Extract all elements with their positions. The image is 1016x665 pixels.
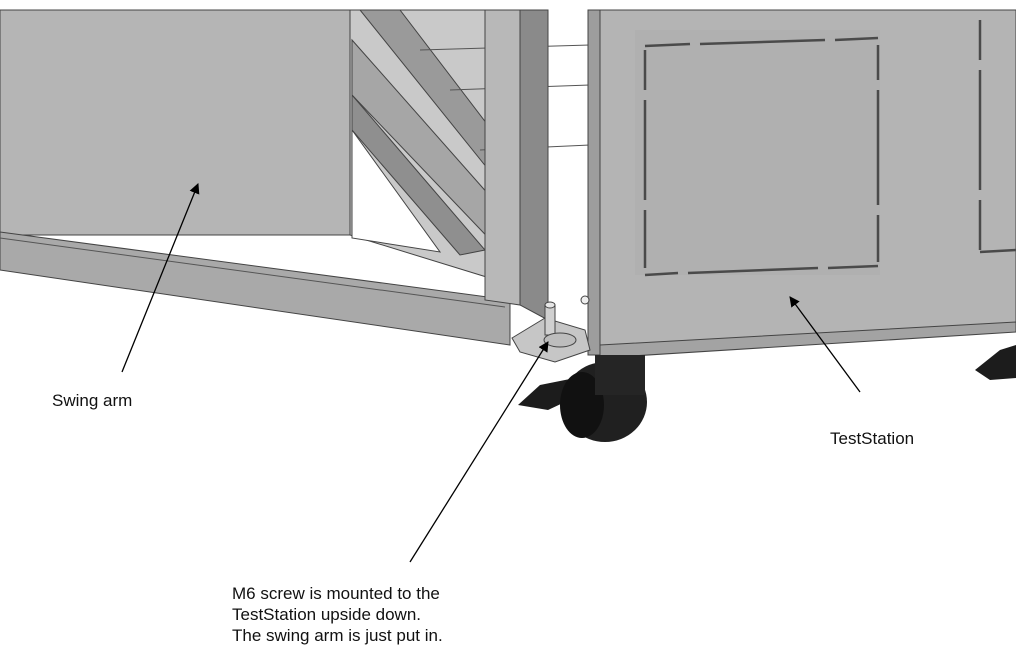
swing-arm-label: Swing arm	[52, 391, 133, 410]
swing-arm-arrow	[121, 183, 200, 373]
hinge-bracket	[511, 301, 591, 363]
screw-arrow	[409, 341, 549, 563]
caster-foot-right	[975, 345, 1016, 380]
swing-arm-panel	[0, 9, 591, 346]
caster-wheel	[518, 355, 647, 442]
callout-arrows	[121, 183, 861, 563]
screw-note-line-3: The swing arm is just put in.	[232, 626, 443, 645]
screw-note-line-2: TestStation upside down.	[232, 605, 422, 624]
screw-note: M6 screw is mounted to the TestStation u…	[232, 583, 443, 646]
screw-note-line-1: M6 screw is mounted to the	[232, 584, 440, 603]
teststation-arrow	[789, 296, 861, 393]
teststation-panel	[580, 9, 1016, 359]
teststation-label: TestStation	[830, 429, 915, 448]
panel-slots	[643, 36, 880, 277]
panel-slots-right	[978, 20, 1016, 254]
